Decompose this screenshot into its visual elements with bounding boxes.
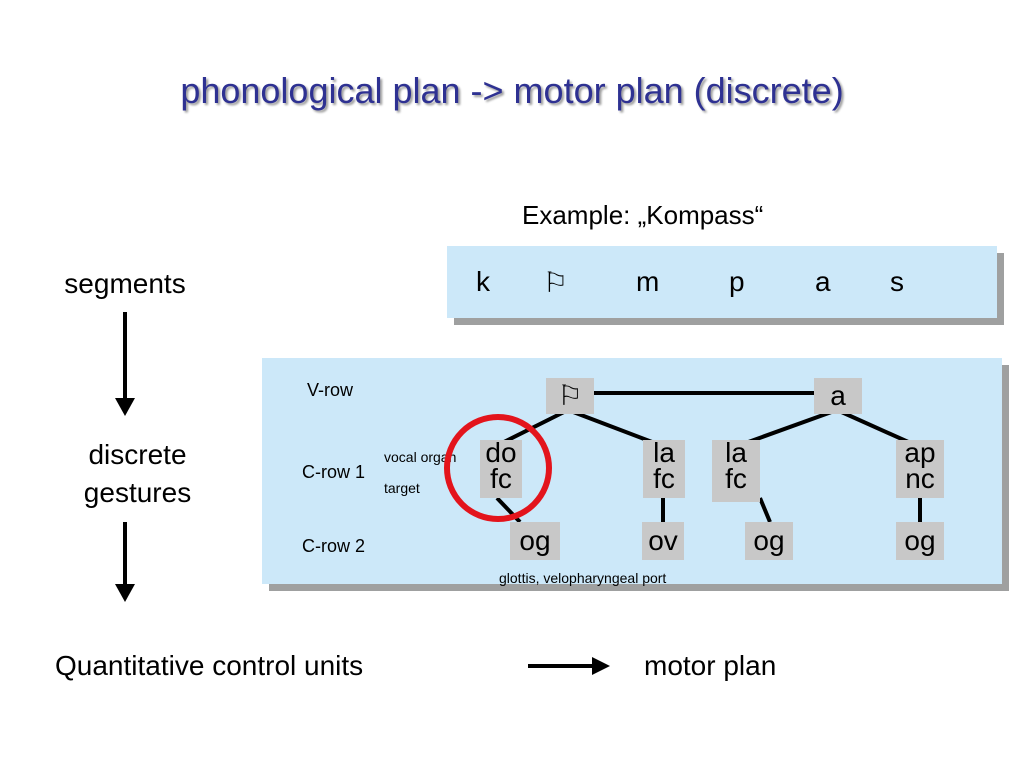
segments-panel [447, 246, 997, 318]
c1-node-la-fc: la fc [643, 437, 685, 498]
c-row1-label: C-row 1 [302, 462, 366, 482]
segment-s: s [890, 266, 904, 297]
target-label: target [384, 480, 420, 496]
vocal-organ-label: vocal organ [384, 449, 457, 465]
down-arrow-icon [110, 312, 140, 422]
c2-node-ov: ov [642, 522, 684, 560]
gestures-label-line1: discrete [88, 439, 187, 470]
motor-plan-label: motor plan [644, 650, 777, 681]
gestures-panel [262, 358, 1002, 584]
c1-node-do-fc: do fc [480, 437, 522, 498]
c1-node-line1: la [725, 437, 747, 468]
glottis-note: glottis, velopharyngeal port [499, 570, 667, 586]
example-label: Example: „Kompass“ [522, 200, 764, 230]
segments-label: segments [64, 268, 186, 299]
c1-node-ap-nc: ap nc [896, 437, 944, 498]
down-arrow-icon [110, 522, 140, 609]
v-row-label: V-row [307, 380, 354, 400]
v-node-a: a [814, 378, 862, 414]
c1-node-line2: fc [653, 463, 675, 494]
highlight-circle [444, 414, 552, 522]
right-arrow-icon [528, 654, 612, 683]
segment-p: p [729, 266, 745, 297]
segment-k: k [476, 266, 490, 297]
segment-m: m [636, 266, 660, 297]
c2-node-og-2: og [745, 522, 793, 560]
c1-node-line1: la [653, 437, 675, 468]
c1-node-line2: nc [905, 463, 935, 494]
c2-node-og: og [510, 522, 560, 560]
gestures-label-line2: gestures [83, 477, 192, 508]
c1-node-line1: do [485, 437, 517, 468]
segment-a: a [815, 266, 831, 297]
segment-vowel-symbol: ⚐ [543, 267, 569, 298]
c1-node-line2: fc [725, 463, 747, 494]
c-row2-label: C-row 2 [302, 536, 366, 556]
v-node-vowel: ⚐ [546, 378, 594, 414]
page-title: phonological plan -> motor plan (discret… [180, 70, 844, 111]
quantitative-control-units-label: Quantitative control units [55, 650, 364, 681]
c2-node-og-3: og [896, 522, 944, 560]
c1-node-la-fc-2: la fc [712, 437, 760, 502]
c1-node-line1: ap [904, 437, 936, 468]
discrete-gestures-label: discrete gestures [40, 436, 235, 512]
c1-node-line2: fc [490, 463, 512, 494]
